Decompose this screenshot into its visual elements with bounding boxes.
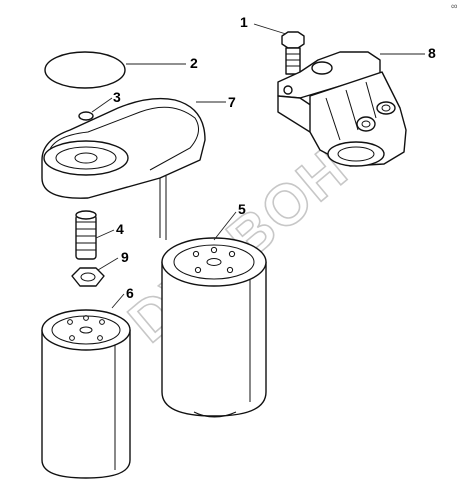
callout-5: 5 <box>238 201 246 217</box>
callout-labels: 1 2 3 4 5 6 7 8 9 <box>113 14 436 301</box>
callout-9: 9 <box>121 249 129 265</box>
callout-4: 4 <box>116 221 124 237</box>
part-4-valve-spring <box>75 210 97 260</box>
part-8-mounting-bracket <box>277 51 407 167</box>
part-1-bolt <box>281 31 305 75</box>
callout-3: 3 <box>113 89 121 105</box>
callout-6: 6 <box>126 285 134 301</box>
callout-8: 8 <box>428 45 436 61</box>
leader-lines <box>91 23 425 309</box>
callout-1: 1 <box>240 14 248 30</box>
part-7-housing-head <box>41 97 206 240</box>
part-6-filter-cartridge <box>41 309 131 479</box>
part-3-o-ring <box>78 111 94 121</box>
part-9-hex-nut <box>71 267 105 287</box>
part-2-cover-disc <box>44 51 126 89</box>
callout-2: 2 <box>190 55 198 71</box>
callout-7: 7 <box>228 94 236 110</box>
corner-mark: ∞ <box>451 1 457 11</box>
part-5-filter-cartridge <box>161 237 267 418</box>
